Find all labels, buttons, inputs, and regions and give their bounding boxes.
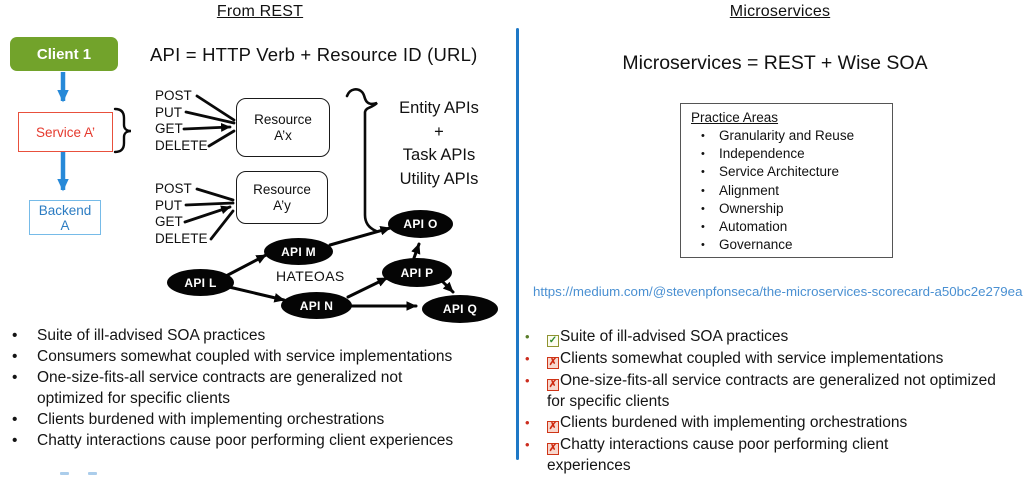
arrow-apip-to-apio (411, 242, 421, 260)
checkbox-x-icon: ✗ (547, 378, 559, 391)
right-panel-title: Microservices (729, 3, 831, 20)
api-graph-arrows (224, 225, 455, 311)
arrow-apip-to-apiq (441, 280, 455, 294)
list-item: • ✗One-size-fits-all service contracts a… (520, 370, 1025, 412)
microservices-formula-text: Microservices = REST + Wise SOA (622, 52, 928, 74)
bullet-icon: • (525, 351, 530, 366)
checkbox-x-icon: ✗ (547, 442, 559, 455)
api-node-m: API M (264, 238, 333, 265)
list-item: • Independence (701, 145, 892, 163)
bullet-icon: • (701, 184, 705, 197)
bullet-icon: • (525, 329, 530, 344)
api-node-o: API O (388, 210, 453, 238)
verb-post: POST (155, 181, 192, 196)
brace-service (113, 107, 132, 154)
medium-article-link[interactable]: https://medium.com/@stevenpfonseca/the-m… (533, 284, 1023, 299)
list-item: • Automation (701, 218, 892, 236)
list-item: • Clients burdened with implementing orc… (8, 409, 504, 430)
service-box-label: Service A’ (35, 124, 96, 140)
list-item: • Alignment (701, 182, 892, 200)
client-box: Client 1 (10, 37, 118, 71)
verb-lines-resource-ax (182, 94, 236, 148)
arrow-apil-to-apim (224, 253, 268, 278)
scorecard-list: • ✓Suite of ill-advised SOA practices • … (520, 326, 1025, 476)
verb-delete: DELETE (155, 137, 208, 153)
http-verbs-group-1: POST PUT GET DELETE (155, 88, 208, 154)
practice-areas-box: Practice Areas • Granularity and Reuse •… (680, 103, 893, 258)
bullet-icon: • (701, 130, 705, 142)
service-box: Service A’ (18, 112, 113, 152)
verb-put: PUT (155, 197, 182, 213)
backend-box: Backend A (29, 200, 101, 235)
api-type-task: Task APIs (402, 146, 476, 164)
clipped-text-artifact (88, 472, 97, 475)
list-item: • One-size-fits-all service contracts ar… (8, 367, 504, 409)
plus-sign: + (434, 122, 444, 141)
api-formula-text: API = HTTP Verb + Resource ID (URL) (150, 44, 478, 65)
bullet-icon: • (701, 166, 705, 179)
list-item: • ✓Suite of ill-advised SOA practices (520, 326, 1025, 348)
list-item: • ✗Chatty interactions cause poor perfor… (520, 434, 1025, 476)
hateoas-label: HATEOAS (276, 268, 345, 284)
checkbox-checked-icon: ✓ (547, 334, 559, 347)
list-item: • ✗Clients somewhat coupled with service… (520, 348, 1025, 370)
bullet-icon: • (525, 437, 530, 452)
resource-ax-box: Resource A’x (236, 98, 330, 157)
verb-get: GET (155, 121, 183, 136)
bullet-icon: • (525, 415, 530, 430)
arrow-apim-to-apio (328, 225, 392, 247)
api-types-block: Entity APIs + Task APIs Utility APIs (383, 97, 495, 191)
list-item: • ✗Clients burdened with implementing or… (520, 412, 1025, 434)
bullet-icon: • (12, 369, 18, 386)
bullet-icon: • (525, 373, 530, 388)
verb-post: POST (155, 88, 192, 103)
practice-areas-heading: Practice Areas (691, 110, 779, 125)
verb-lines-resource-ay (183, 187, 235, 241)
arrow-apil-to-apin (227, 285, 286, 303)
api-node-n: API N (281, 292, 352, 319)
clipped-text-artifact (60, 472, 69, 475)
api-type-entity: Entity APIs (399, 99, 479, 117)
list-item: • Ownership (701, 200, 892, 218)
brace-api-types (345, 88, 378, 233)
left-bullet-list: • Suite of ill-advised SOA practices • C… (8, 325, 504, 451)
bullet-icon: • (12, 432, 18, 449)
list-item: • Granularity and Reuse (701, 127, 892, 145)
bullet-icon: • (701, 239, 705, 252)
api-node-p: API P (382, 258, 452, 287)
resource-ay-box: Resource A’y (236, 171, 328, 224)
bullet-icon: • (701, 221, 705, 234)
list-item: • Chatty interactions cause poor perform… (8, 430, 504, 451)
bullet-icon: • (12, 411, 18, 428)
http-verbs-group-2: POST PUT GET DELETE (155, 181, 208, 247)
verb-get: GET (155, 214, 183, 229)
left-panel-title: From REST (216, 3, 304, 20)
list-item: • Consumers somewhat coupled with servic… (8, 346, 504, 367)
checkbox-x-icon: ✗ (547, 356, 559, 369)
verb-put: PUT (155, 104, 182, 120)
list-item: • Suite of ill-advised SOA practices (8, 325, 504, 346)
checkbox-x-icon: ✗ (547, 420, 559, 433)
api-type-utility: Utility APIs (399, 169, 479, 188)
list-item: • Governance (701, 236, 892, 254)
api-node-l: API L (167, 269, 234, 296)
arrow-apin-to-apip (346, 276, 389, 299)
client-box-label: Client 1 (36, 45, 92, 63)
panel-divider (516, 28, 519, 460)
bullet-icon: • (701, 202, 705, 215)
list-item: • Service Architecture (701, 163, 892, 181)
api-node-q: API Q (422, 295, 498, 323)
bullet-icon: • (12, 327, 18, 344)
verb-delete: DELETE (155, 230, 208, 246)
bullet-icon: • (12, 348, 18, 365)
bullet-icon: • (701, 148, 705, 161)
